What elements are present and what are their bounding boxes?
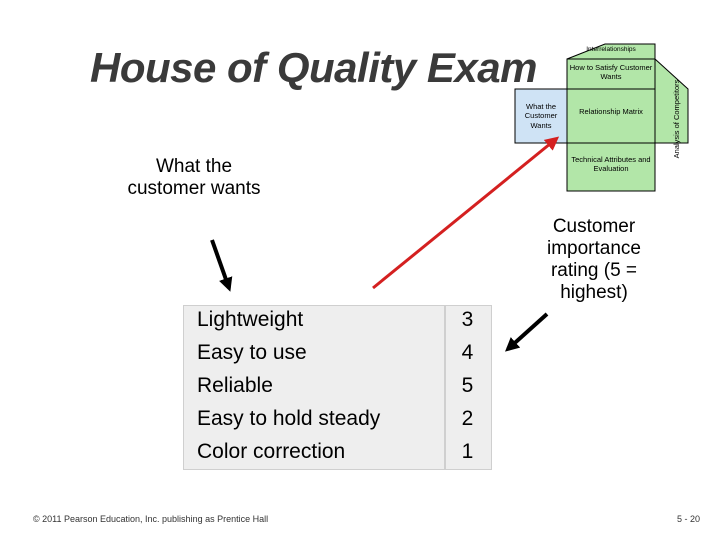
how-to-satisfy-label: How to Satisfy Customer Wants — [569, 63, 653, 82]
rating-value: 5 — [461, 374, 474, 397]
list-item: Color correction — [197, 440, 346, 463]
relationship-matrix-label: Relationship Matrix — [579, 107, 643, 116]
what-customer-wants-callout: What the customer wants — [127, 156, 261, 199]
wants-list-box — [183, 305, 445, 470]
list-item: Easy to use — [197, 341, 307, 364]
rating-value: 4 — [461, 341, 474, 364]
copyright-text: © 2011 Pearson Education, Inc. publishin… — [33, 514, 269, 524]
rating-value: 3 — [461, 308, 474, 331]
relationship-matrix-box — [566, 88, 656, 144]
slide-title: House of Quality Exam — [90, 44, 537, 91]
how-to-satisfy-box — [566, 58, 656, 90]
importance-rating-callout: Customer importance rating (5 = highest) — [547, 216, 641, 303]
technical-attributes-box — [566, 142, 656, 192]
list-item: Lightweight — [197, 308, 304, 331]
rating-value: 1 — [461, 440, 474, 463]
competitors-label: Analysis of Competitors — [672, 79, 681, 159]
page-number: 5 - 20 — [676, 514, 700, 524]
ratings-box — [445, 305, 492, 470]
interrelationships-label: Interrelationships — [586, 46, 636, 53]
customer-wants-label: What the Customer Wants — [524, 102, 558, 130]
list-item: Reliable — [197, 374, 273, 397]
list-item: Easy to hold steady — [197, 407, 381, 430]
red-arrow — [372, 136, 560, 290]
left-arrow — [210, 239, 233, 292]
rating-value: 2 — [461, 407, 474, 430]
customer-wants-box — [514, 88, 568, 144]
technical-attributes-label: Technical Attributes and Evaluation — [571, 155, 651, 174]
right-arrow — [505, 312, 549, 352]
